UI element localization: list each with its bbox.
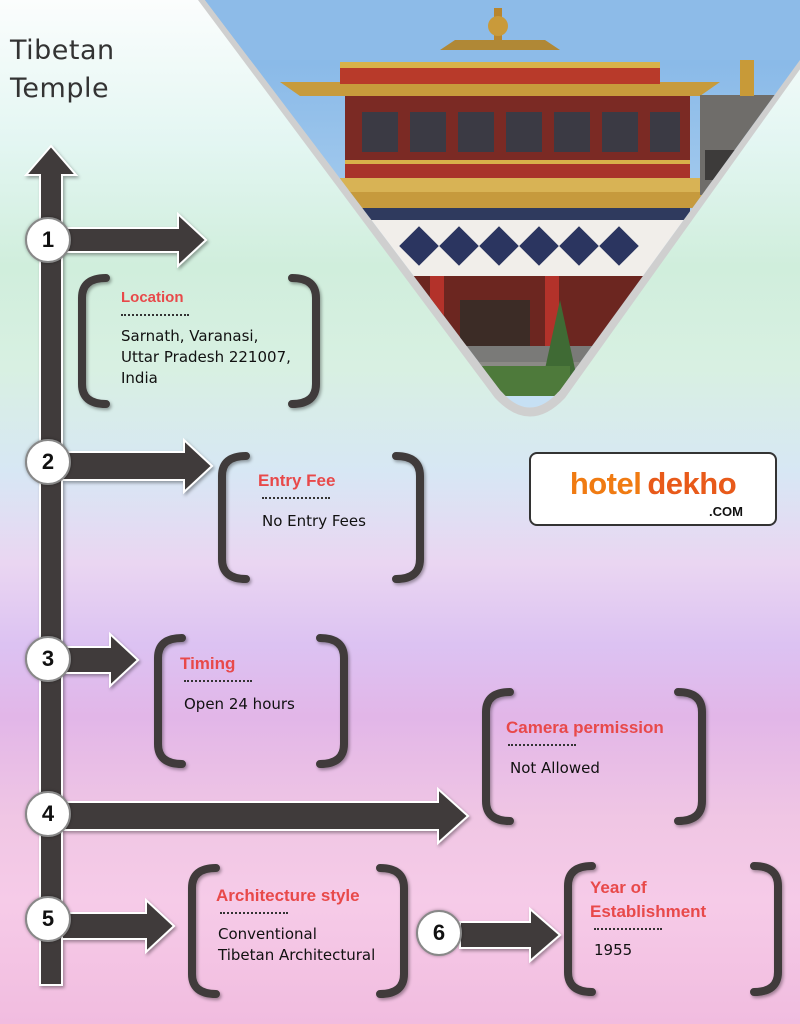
step-3-divider <box>184 680 252 682</box>
step-6-content: Year of Establishment 1955 <box>590 876 706 961</box>
step-4-value-line-1: Not Allowed <box>510 759 600 777</box>
step-3-content: Timing Open 24 hours <box>180 652 295 715</box>
step-3-label: Timing <box>180 654 236 673</box>
bracket-2-right <box>392 452 424 583</box>
page-title: Tibetan Temple <box>10 32 115 108</box>
logo-brand-b: dekho <box>647 466 737 501</box>
step-3-value-line-1: Open 24 hours <box>184 695 295 713</box>
step-6-label-line-2: Establishment <box>590 902 707 921</box>
temple-photo <box>198 0 800 417</box>
step-5-content: Architecture style Conventional Tibetan … <box>216 884 375 966</box>
step-2-label: Entry Fee <box>258 471 336 490</box>
arrow-3 <box>61 631 140 689</box>
step-number-4: 4 <box>25 791 71 837</box>
bracket-4-right <box>674 688 706 825</box>
bracket-3-right <box>316 634 348 768</box>
step-5-divider <box>220 912 288 914</box>
bracket-4-left <box>482 688 514 825</box>
step-6-value-line-1: 1955 <box>594 941 633 959</box>
arrow-1 <box>61 211 208 269</box>
arrow-2 <box>61 437 214 495</box>
step-6-label-line-1: Year of <box>590 878 647 897</box>
bracket-3-left <box>154 634 186 768</box>
bracket-6-right <box>750 862 782 996</box>
spine-arrow <box>23 144 79 986</box>
step-1-value-line-1: Sarnath, Varanasi, <box>121 327 259 345</box>
bracket-5-right <box>376 864 408 998</box>
step-2-value-line-1: No Entry Fees <box>262 512 366 530</box>
bracket-5-left <box>188 864 220 998</box>
arrow-6 <box>459 906 562 964</box>
step-2-content: Entry Fee No Entry Fees <box>258 469 366 532</box>
step-5-label: Architecture style <box>216 886 360 905</box>
bracket-2-left <box>218 452 250 583</box>
step-6-divider <box>594 928 662 930</box>
step-number-1: 1 <box>25 217 71 263</box>
step-4-divider <box>508 744 576 746</box>
step-number-2: 2 <box>25 439 71 485</box>
arrow-5 <box>61 897 176 955</box>
bracket-1-left <box>78 274 110 408</box>
step-1-label: Location <box>121 289 184 306</box>
step-5-value-line-2: Tibetan Architectural <box>218 946 376 964</box>
logo-suffix: .COM <box>709 504 743 519</box>
title-line-2: Temple <box>10 73 110 104</box>
step-5-value-line-1: Conventional <box>218 925 317 943</box>
step-1-content: Location Sarnath, Varanasi, Uttar Prades… <box>121 286 291 389</box>
bracket-1-right <box>288 274 320 408</box>
step-1-divider <box>121 314 189 316</box>
step-number-5: 5 <box>25 896 71 942</box>
step-1-value-line-2: Uttar Pradesh 221007, <box>121 348 291 366</box>
step-2-divider <box>262 497 330 499</box>
bracket-6-left <box>564 862 596 996</box>
step-number-3: 3 <box>25 636 71 682</box>
step-number-6: 6 <box>416 910 462 956</box>
title-line-1: Tibetan <box>10 35 115 66</box>
step-4-label: Camera permission <box>506 718 664 737</box>
step-1-value-line-3: India <box>121 369 158 387</box>
arrow-4 <box>61 786 470 846</box>
step-4-content: Camera permission Not Allowed <box>506 716 664 779</box>
logo-brand-a: hotel <box>569 466 642 501</box>
